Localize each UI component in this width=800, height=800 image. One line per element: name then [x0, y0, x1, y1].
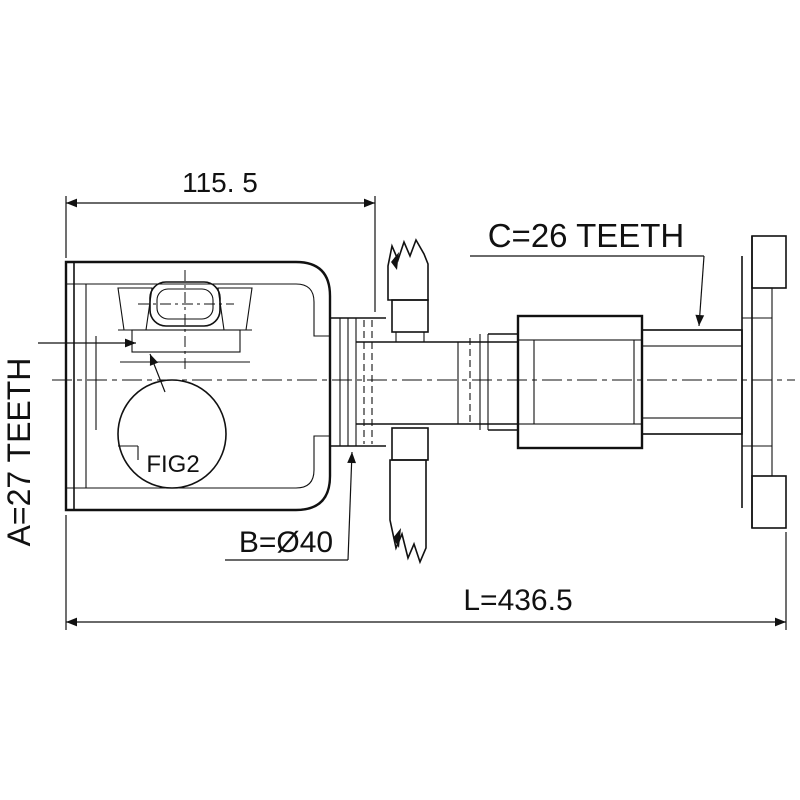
dim-l-label: L=436.5 — [463, 584, 572, 617]
housing-outline — [64, 260, 332, 512]
boot-upper-outline — [387, 238, 429, 301]
boot-upper-clamp — [391, 299, 429, 333]
fig2-circle — [117, 379, 227, 489]
joint-housing — [64, 260, 386, 512]
label-teeth-a: A=27 TEETH — [1, 338, 136, 547]
label-dim-b: B=Ø40 — [225, 451, 356, 561]
dim-b-leader — [347, 451, 356, 561]
cage-left-hatch — [117, 287, 153, 331]
dimension-top: 115. 5 — [65, 167, 376, 312]
teeth-a-label: A=27 TEETH — [1, 358, 37, 547]
shaft — [356, 333, 518, 431]
clamp-area — [339, 318, 373, 446]
flange-hub — [751, 287, 773, 477]
teeth-c-label: C=26 TEETH — [488, 217, 685, 254]
inner-race — [131, 329, 241, 353]
bearing-detail — [117, 270, 253, 372]
dim-b-label: B=Ø40 — [239, 526, 333, 559]
housing-top-wall-hatch — [65, 261, 331, 337]
cage-right-hatch — [217, 287, 253, 331]
dimension-bottom: L=436.5 — [65, 515, 787, 630]
flange-top-hatch — [751, 235, 787, 289]
end-flange — [741, 235, 787, 529]
fig2-detail: FIG2 — [117, 353, 227, 489]
sleeve-outline — [516, 314, 644, 450]
boot-lower-clamp — [391, 427, 429, 461]
label-teeth-c: C=26 TEETH — [470, 217, 705, 327]
flange-bottom-hatch — [751, 475, 787, 529]
teeth-c-leader — [695, 255, 705, 327]
boot-seal — [387, 238, 429, 565]
fig2-leader — [149, 353, 166, 393]
spline-stub — [641, 329, 743, 435]
spline-sleeve — [516, 314, 644, 450]
dim-115-label: 115. 5 — [182, 167, 258, 198]
fig2-label: FIG2 — [146, 451, 199, 478]
boot-lower-outline — [389, 459, 427, 565]
